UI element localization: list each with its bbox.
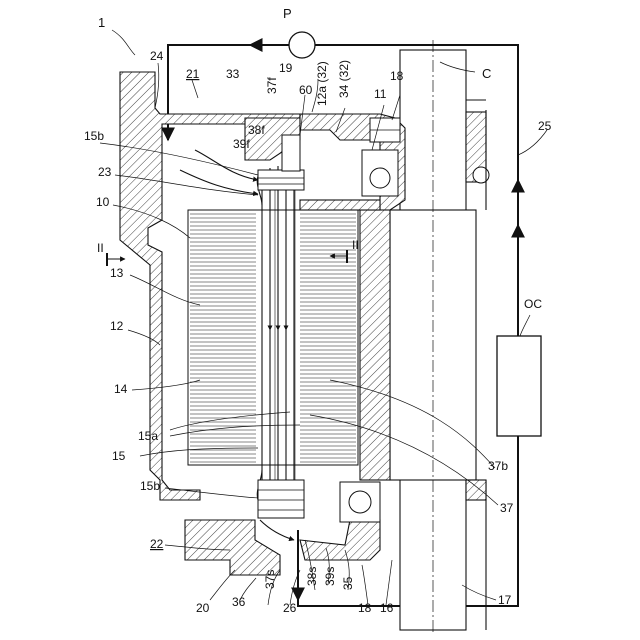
label-37: 37 [500,501,514,515]
label-17: 17 [498,593,512,607]
label-oc: OC [524,297,542,311]
label-24: 24 [150,49,164,63]
label-34-32: 34 (32) [337,60,351,98]
label-38s: 38s [305,567,319,586]
label-39s: 39s [323,567,337,586]
label-37f: 37f [265,77,279,94]
rotor-core-16 [360,210,390,480]
label-23: 23 [98,165,112,179]
label-pump-p: P [283,6,292,21]
label-21: 21 [186,67,200,81]
label-37b: 37b [488,459,508,473]
coil-end-top [258,170,304,190]
label-25: 25 [538,119,552,133]
label-19: 19 [279,61,293,75]
oil-cooler-box [497,336,541,436]
label-33: 33 [226,67,240,81]
stator-core-13 [188,210,358,465]
label-36: 36 [232,595,246,609]
label-15b-bottom: 15b [140,479,160,493]
label-13: 13 [110,266,124,280]
label-axis-c: C [482,66,491,81]
label-60: 60 [299,83,313,97]
label-assembly-1: 1 [98,15,105,30]
label-14: 14 [114,382,128,396]
pump-symbol [289,32,315,58]
label-15a: 15a [138,429,158,443]
label-section-left: II [97,241,104,255]
label-37s: 37s [263,570,277,589]
label-39f: 39f [233,137,250,151]
bearing-bottom-18 [340,482,380,522]
coil-end-bottom [258,480,304,518]
label-15: 15 [112,449,126,463]
label-18-bottom: 18 [358,601,372,615]
label-section-right: II [352,238,359,252]
label-22: 22 [150,537,164,551]
label-20: 20 [196,601,210,615]
label-15b-top: 15b [84,129,104,143]
label-12a-32: 12a (32) [315,61,329,106]
label-16: 16 [380,601,394,615]
label-38f: 38f [248,123,265,137]
label-12: 12 [110,319,124,333]
label-11: 11 [374,87,387,101]
label-10: 10 [96,195,110,209]
label-26: 26 [283,601,297,615]
label-18-top: 18 [390,69,404,83]
label-35: 35 [341,576,355,590]
